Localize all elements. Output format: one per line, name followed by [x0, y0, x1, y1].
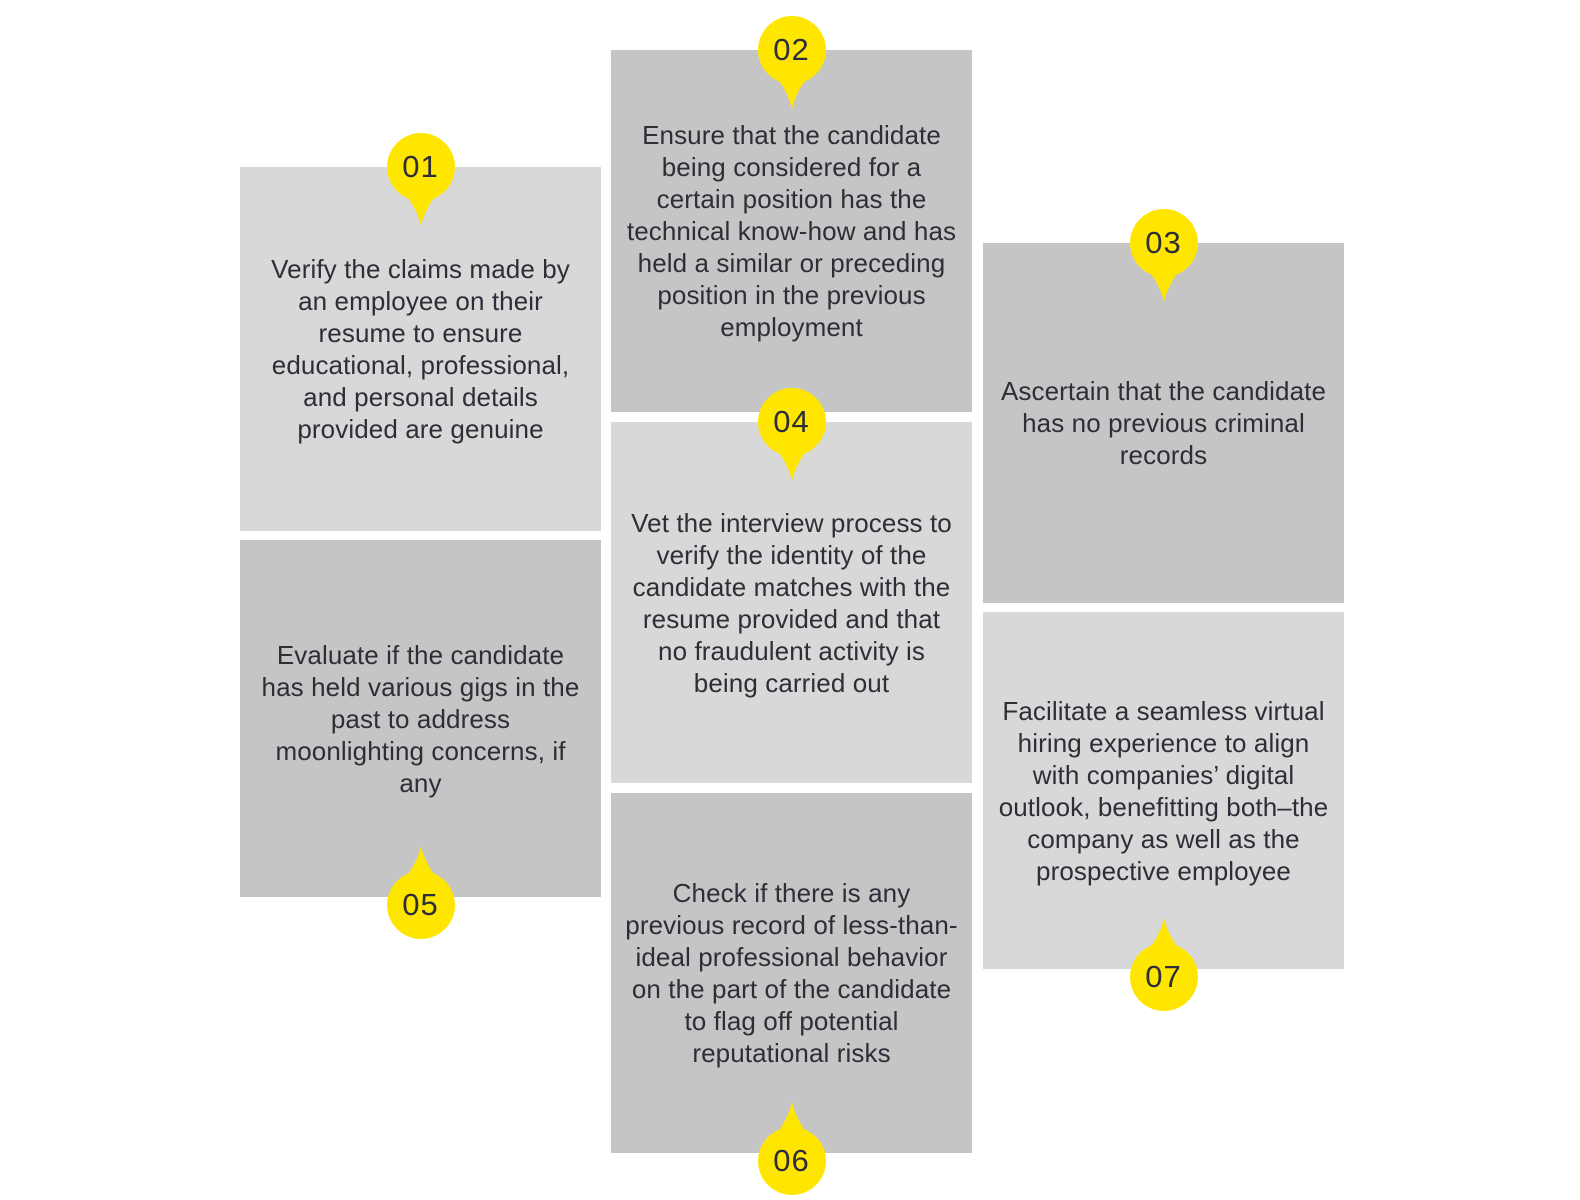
- step-number: 01: [402, 149, 439, 184]
- step-text: Verify the claims made by an employee on…: [271, 254, 570, 444]
- step-badge-05: 05: [385, 843, 457, 939]
- step-number: 02: [773, 32, 810, 67]
- pin-down-icon: [1129, 209, 1198, 302]
- pin-up-icon: [386, 846, 455, 939]
- pin-down-icon: [386, 133, 455, 226]
- step-box-05: 05 Evaluate if the candidate has held va…: [240, 540, 601, 939]
- step-box-02: 02 Ensure that the candidate being consi…: [611, 16, 972, 412]
- step-number: 07: [1145, 959, 1182, 994]
- step-number: 06: [773, 1143, 810, 1178]
- step-badge-01: 01: [385, 133, 457, 229]
- step-badge-06: 06: [756, 1099, 828, 1195]
- step-badge-04: 04: [756, 388, 828, 484]
- step-text: Evaluate if the candidate has held vario…: [261, 639, 580, 798]
- step-text: Ensure that the candidate being consider…: [626, 120, 957, 342]
- step-box-03: 03 Ascertain that the candidate has no p…: [983, 209, 1344, 603]
- pin-up-icon: [757, 1102, 826, 1195]
- step-text: Ascertain that the candidate has no prev…: [1000, 376, 1327, 470]
- pin-up-icon: [1129, 918, 1198, 1011]
- step-number: 05: [402, 887, 439, 922]
- step-text: Facilitate a seamless virtual hiring exp…: [998, 695, 1329, 886]
- step-number: 04: [773, 404, 810, 439]
- step-box-04: 04 Vet the interview process to verify t…: [611, 388, 972, 783]
- step-badge-07: 07: [1128, 915, 1200, 1011]
- step-text: Check if there is any previous record of…: [625, 878, 958, 1068]
- step-box-01: 01 Verify the claims made by an employee…: [240, 133, 601, 531]
- step-box-07: 07 Facilitate a seamless virtual hiring …: [983, 612, 1344, 1011]
- step-number: 03: [1145, 225, 1182, 260]
- pin-down-icon: [757, 16, 826, 109]
- step-box-06: 06 Check if there is any previous record…: [611, 793, 972, 1195]
- step-badge-03: 03: [1128, 209, 1200, 305]
- pin-down-icon: [757, 388, 826, 481]
- step-badge-02: 02: [756, 16, 828, 112]
- step-text: Vet the interview process to verify the …: [631, 507, 952, 698]
